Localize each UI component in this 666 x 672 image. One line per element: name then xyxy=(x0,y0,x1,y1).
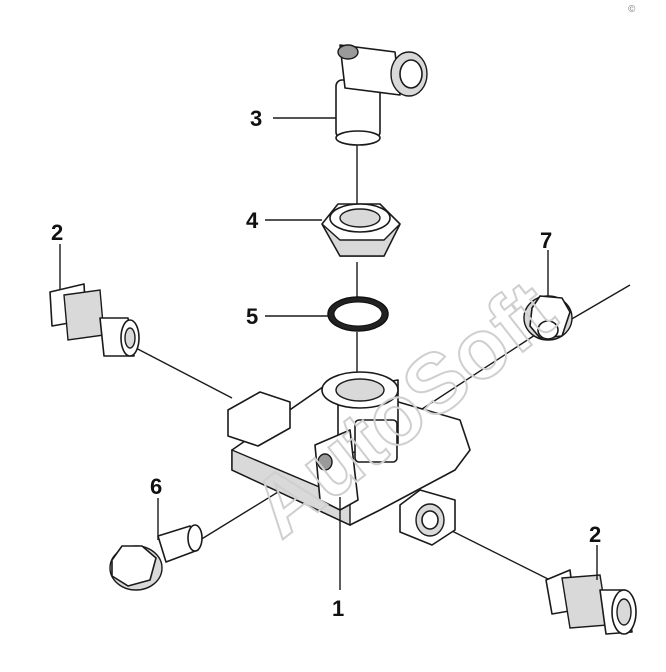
axis-line-nut-7-outer xyxy=(569,284,631,321)
part-2-fitting-right xyxy=(545,569,637,635)
axis-line-left-fitting xyxy=(129,344,233,399)
part-4-hex-nut xyxy=(321,203,401,257)
callout-2-right: 2 xyxy=(589,522,601,547)
part-1-valve-body xyxy=(227,371,471,546)
callout-6: 6 xyxy=(150,474,162,499)
callout-3: 3 xyxy=(250,106,262,131)
part-2-fitting-left xyxy=(49,283,140,357)
callout-2-left: 2 xyxy=(51,220,63,245)
callout-4: 4 xyxy=(246,208,259,233)
callout-7: 7 xyxy=(540,228,552,253)
callout-leaders xyxy=(59,117,598,590)
callout-labels: 3 4 5 2 7 6 1 2 xyxy=(51,106,601,621)
callout-1: 1 xyxy=(332,596,344,621)
callout-5: 5 xyxy=(246,304,258,329)
part-5-o-ring xyxy=(327,296,389,332)
part-3-elbow-fitting xyxy=(335,44,428,146)
axis-line-right-fitting xyxy=(439,524,561,586)
part-6-flange-bolt xyxy=(109,524,203,591)
corner-mark: © xyxy=(628,4,636,15)
part-7-flange-nut xyxy=(523,295,573,341)
